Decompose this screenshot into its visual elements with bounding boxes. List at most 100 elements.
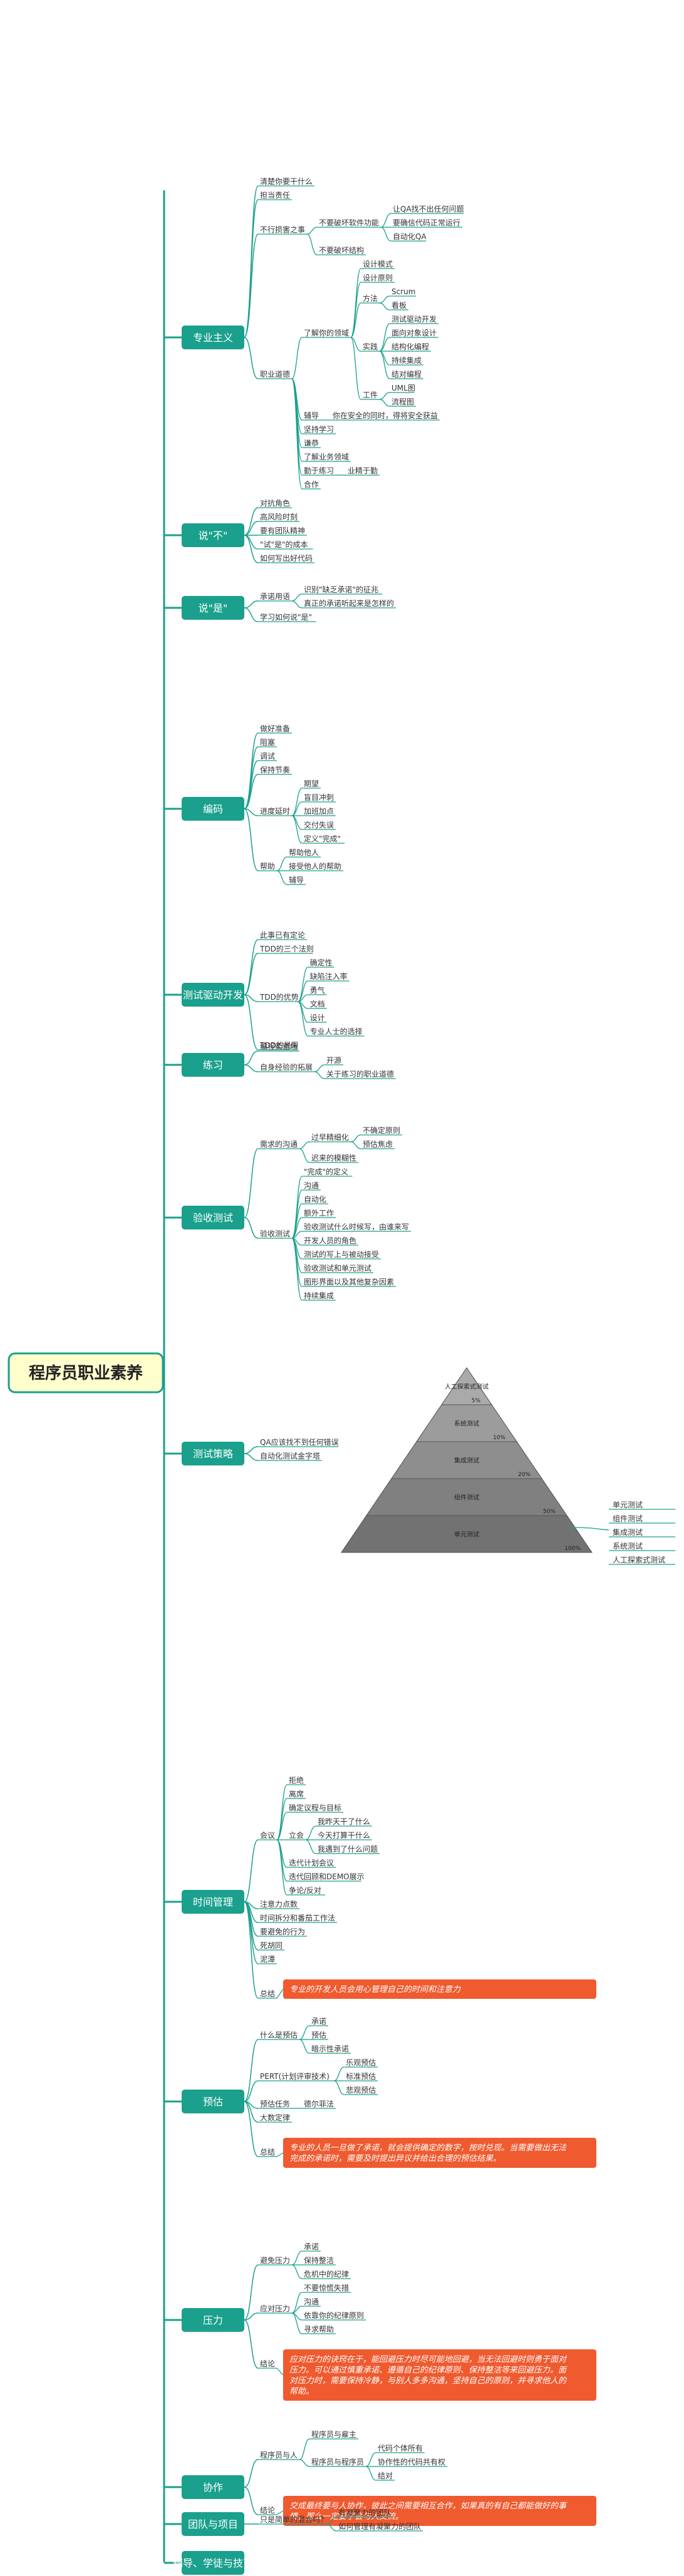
node-确定性[interactable]: 确定性 xyxy=(308,958,334,968)
node-谦恭[interactable]: 谦恭 xyxy=(302,439,321,448)
branch-协作[interactable]: 协作程序员与人程序员与雇主程序员与程序员代码个体所有协作性的代码共有权结对结论交… xyxy=(164,2430,596,2526)
node-要有团队精神[interactable]: 要有团队精神 xyxy=(258,526,307,536)
node-不要惊慌失措[interactable]: 不要惊慌失措 xyxy=(302,2283,351,2293)
node-迟来的模糊性[interactable]: 迟来的模糊性 xyxy=(309,1153,358,1163)
node-定义-完成[interactable]: 定义"完成" xyxy=(302,834,345,844)
node-结论[interactable]: 结论交成最终要与人协作，彼此之间需要相互合作，如果真的有自己都能做好的事情，那么… xyxy=(258,2496,596,2526)
node-额外工作[interactable]: 额外工作 xyxy=(302,1209,336,1218)
node-结对[interactable]: 结对 xyxy=(376,2471,395,2481)
node-让qa找不出任何问题[interactable]: 让QA找不出任何问题 xyxy=(391,205,464,214)
node-编程柔道场[interactable]: 编程柔道场 xyxy=(258,1042,299,1052)
node-总结[interactable]: 总结专业的人员一旦做了承诺，就会提供确定的数字，按时兑现。当需要做出无法完成的承… xyxy=(258,2138,596,2168)
node-tdd的局限[interactable]: TDD的局限 xyxy=(258,1040,299,1050)
node-工件[interactable]: 工件 xyxy=(361,391,390,407)
node-预估[interactable]: 预估 xyxy=(309,2031,328,2040)
node-scrum[interactable]: Scrum xyxy=(390,287,416,297)
node-测试的写上与被动接受[interactable]: 测试的写上与被动接受 xyxy=(302,1250,381,1260)
node-只是简单的混合吗[interactable]: 只是简单的混合吗? xyxy=(258,2515,337,2532)
branch-测试驱动开发[interactable]: 测试驱动开发此事已有定论TDD的三个法则TDD的优势确定性缺陷注入率勇气文档设计… xyxy=(164,930,365,1050)
branch-辅导-学徒与技艺[interactable]: 辅导、学徒与技艺 xyxy=(164,2551,253,2575)
branch-团队与项目[interactable]: 团队与项目只是简单的混合吗?有凝聚力的团队如何管理有凝聚力的团队 xyxy=(164,2508,423,2536)
node-缺陷注入率[interactable]: 缺陷注入率 xyxy=(308,972,350,982)
node-阻塞[interactable]: 阻塞 xyxy=(258,737,277,747)
node-持续集成[interactable]: 持续集成 xyxy=(390,356,423,366)
node-承诺用语[interactable]: 承诺用语 xyxy=(258,592,303,608)
node-不要破坏结构[interactable]: 不要破坏结构 xyxy=(317,245,366,255)
node-辅导[interactable]: 辅导 xyxy=(302,411,331,421)
node-预估焦虑[interactable]: 预估焦虑 xyxy=(361,1140,395,1149)
node-期望[interactable]: 期望 xyxy=(302,779,321,789)
node-寻求帮助[interactable]: 寻求帮助 xyxy=(302,2325,336,2334)
node-面向对象设计[interactable]: 面向对象设计 xyxy=(390,328,438,338)
node-死胡同[interactable]: 死胡同 xyxy=(258,1941,284,1951)
node-职业道德[interactable]: 职业道德 xyxy=(258,337,303,490)
node-试-是-的成本[interactable]: "试"是"的成本 xyxy=(258,540,313,550)
node-加班加点[interactable]: 加班加点 xyxy=(302,807,336,816)
node-你在安全的同时-得将安全获益[interactable]: 你在安全的同时，得将安全获益 xyxy=(331,411,440,421)
node-结论[interactable]: 结论应对压力的诀窍在于，能回避压力时尽可能地回避，当无法回避时则勇于面对压力。可… xyxy=(258,2349,596,2401)
node-时间拆分和番茄工作法[interactable]: 时间拆分和番茄工作法 xyxy=(258,1913,337,1923)
node-盲目冲刺[interactable]: 盲目冲刺 xyxy=(302,793,336,803)
node-tdd的三个法则[interactable]: TDD的三个法则 xyxy=(258,944,314,954)
node-我昨天干了什么[interactable]: 我昨天干了什么 xyxy=(316,1817,372,1827)
node-悲观预估[interactable]: 悲观预估 xyxy=(344,2085,378,2095)
node-避免压力[interactable]: 避免压力 xyxy=(258,2250,303,2279)
node-此事已有定论[interactable]: 此事已有定论 xyxy=(258,930,307,940)
node-沟通[interactable]: 沟通 xyxy=(302,2297,321,2307)
node-不要破坏软件功能[interactable]: 不要破坏软件功能 xyxy=(317,213,391,242)
node-验收测试和单元测试[interactable]: 验收测试和单元测试 xyxy=(302,1263,373,1273)
node-结构化编程[interactable]: 结构化编程 xyxy=(390,342,431,352)
branch-验收测试[interactable]: 验收测试需求的沟通过早精细化不确定原则预估焦虑迟来的模糊性验收测试"完成"的定义… xyxy=(164,1126,411,1301)
node-过早精细化[interactable]: 过早精细化 xyxy=(309,1133,361,1149)
node-要避免的行为[interactable]: 要避免的行为 xyxy=(258,1927,307,1937)
node-需求的沟通[interactable]: 需求的沟通 xyxy=(258,1139,310,1163)
node-实践[interactable]: 实践 xyxy=(361,323,390,379)
node-关于练习的职业道德[interactable]: 关于练习的职业道德 xyxy=(324,1069,396,1079)
node-专业人士的选择[interactable]: 专业人士的选择 xyxy=(308,1027,365,1037)
node-危机中的纪律[interactable]: 危机中的纪律 xyxy=(302,2269,351,2279)
node-测试驱动开发[interactable]: 测试驱动开发 xyxy=(390,314,438,324)
node-要确信代码正常运行[interactable]: 要确信代码正常运行 xyxy=(391,218,462,228)
node-大数定律[interactable]: 大数定律 xyxy=(258,2113,292,2123)
node-自身经验的拓展[interactable]: 自身经验的拓展 xyxy=(258,1062,325,1079)
branch-时间管理[interactable]: 时间管理会议拒绝离席确定议程与目标立会我昨天干了什么今天打算干什么我遇到了什么问… xyxy=(164,1775,596,1999)
node-pert-计划评审技术[interactable]: PERT(计划评审技术) xyxy=(258,2066,345,2095)
node-看板[interactable]: 看板 xyxy=(390,301,408,310)
node-程序员与程序员[interactable]: 程序员与程序员 xyxy=(309,2452,376,2481)
node-帮助[interactable]: 帮助 xyxy=(258,856,288,885)
node-了解你的领域[interactable]: 了解你的领域 xyxy=(302,268,361,400)
node-调试[interactable]: 调试 xyxy=(258,751,277,761)
node-自动化测试金字塔[interactable]: 自动化测试金字塔 xyxy=(258,1451,322,1461)
node-接受他人的帮助[interactable]: 接受他人的帮助 xyxy=(287,861,343,871)
node-自动化[interactable]: 自动化 xyxy=(302,1195,328,1204)
node-对抗角色[interactable]: 对抗角色 xyxy=(258,498,292,508)
root-node[interactable]: 程序员职业素养 xyxy=(8,1352,164,1393)
node-协作性的代码共有权[interactable]: 协作性的代码共有权 xyxy=(376,2457,447,2467)
branch-编码[interactable]: 编码做好准备阻塞调试保持节奏进度延时期望盲目冲刺加班加点交付失误定义"完成"帮助… xyxy=(164,724,345,885)
node-泥潭[interactable]: 泥潭 xyxy=(258,1955,277,1964)
node-完成-的定义[interactable]: "完成"的定义 xyxy=(302,1167,353,1177)
node-标准预估[interactable]: 标准预估 xyxy=(344,2072,378,2081)
node-真正的承诺听起来是怎样的[interactable]: 真正的承诺听起来是怎样的 xyxy=(302,598,396,608)
node-担当责任[interactable]: 担当责任 xyxy=(258,191,292,200)
node-辅导[interactable]: 辅导 xyxy=(287,876,306,885)
node-设计原则[interactable]: 设计原则 xyxy=(361,274,395,283)
branch-预估[interactable]: 预估什么是预估承诺预估暗示性承诺PERT(计划评审技术)乐观预估标准预估悲观预估… xyxy=(164,2017,596,2168)
node-代码个体所有[interactable]: 代码个体所有 xyxy=(376,2444,425,2453)
node-高风险时刻[interactable]: 高风险时刻 xyxy=(258,512,299,522)
node-勤于练习[interactable]: 勤于练习 xyxy=(302,466,346,476)
node-德尔菲法[interactable]: 德尔菲法 xyxy=(302,2099,336,2109)
node-拒绝[interactable]: 拒绝 xyxy=(287,1775,306,1785)
node-会议[interactable]: 会议 xyxy=(258,1784,288,1896)
node-帮助他人[interactable]: 帮助他人 xyxy=(287,848,321,858)
node-承诺[interactable]: 承诺 xyxy=(309,2017,328,2026)
node-学习如何说-是[interactable]: 学习如何说"是" xyxy=(258,612,316,622)
node-程序员与人[interactable]: 程序员与人 xyxy=(258,2438,310,2467)
branch-压力[interactable]: 压力避免压力承诺保持整洁危机中的纪律应对压力不要惊慌失措沟通依靠你的纪律原则寻求… xyxy=(164,2242,596,2401)
node-业精于勤[interactable]: 业精于勤 xyxy=(346,466,380,476)
node-有凝聚力的团队[interactable]: 有凝聚力的团队 xyxy=(336,2508,393,2518)
node-了解业务领域[interactable]: 了解业务领域 xyxy=(302,452,351,462)
node-勇气[interactable]: 勇气 xyxy=(308,985,327,995)
node-文档[interactable]: 文档 xyxy=(308,999,327,1009)
node-方法[interactable]: 方法 xyxy=(361,294,390,310)
